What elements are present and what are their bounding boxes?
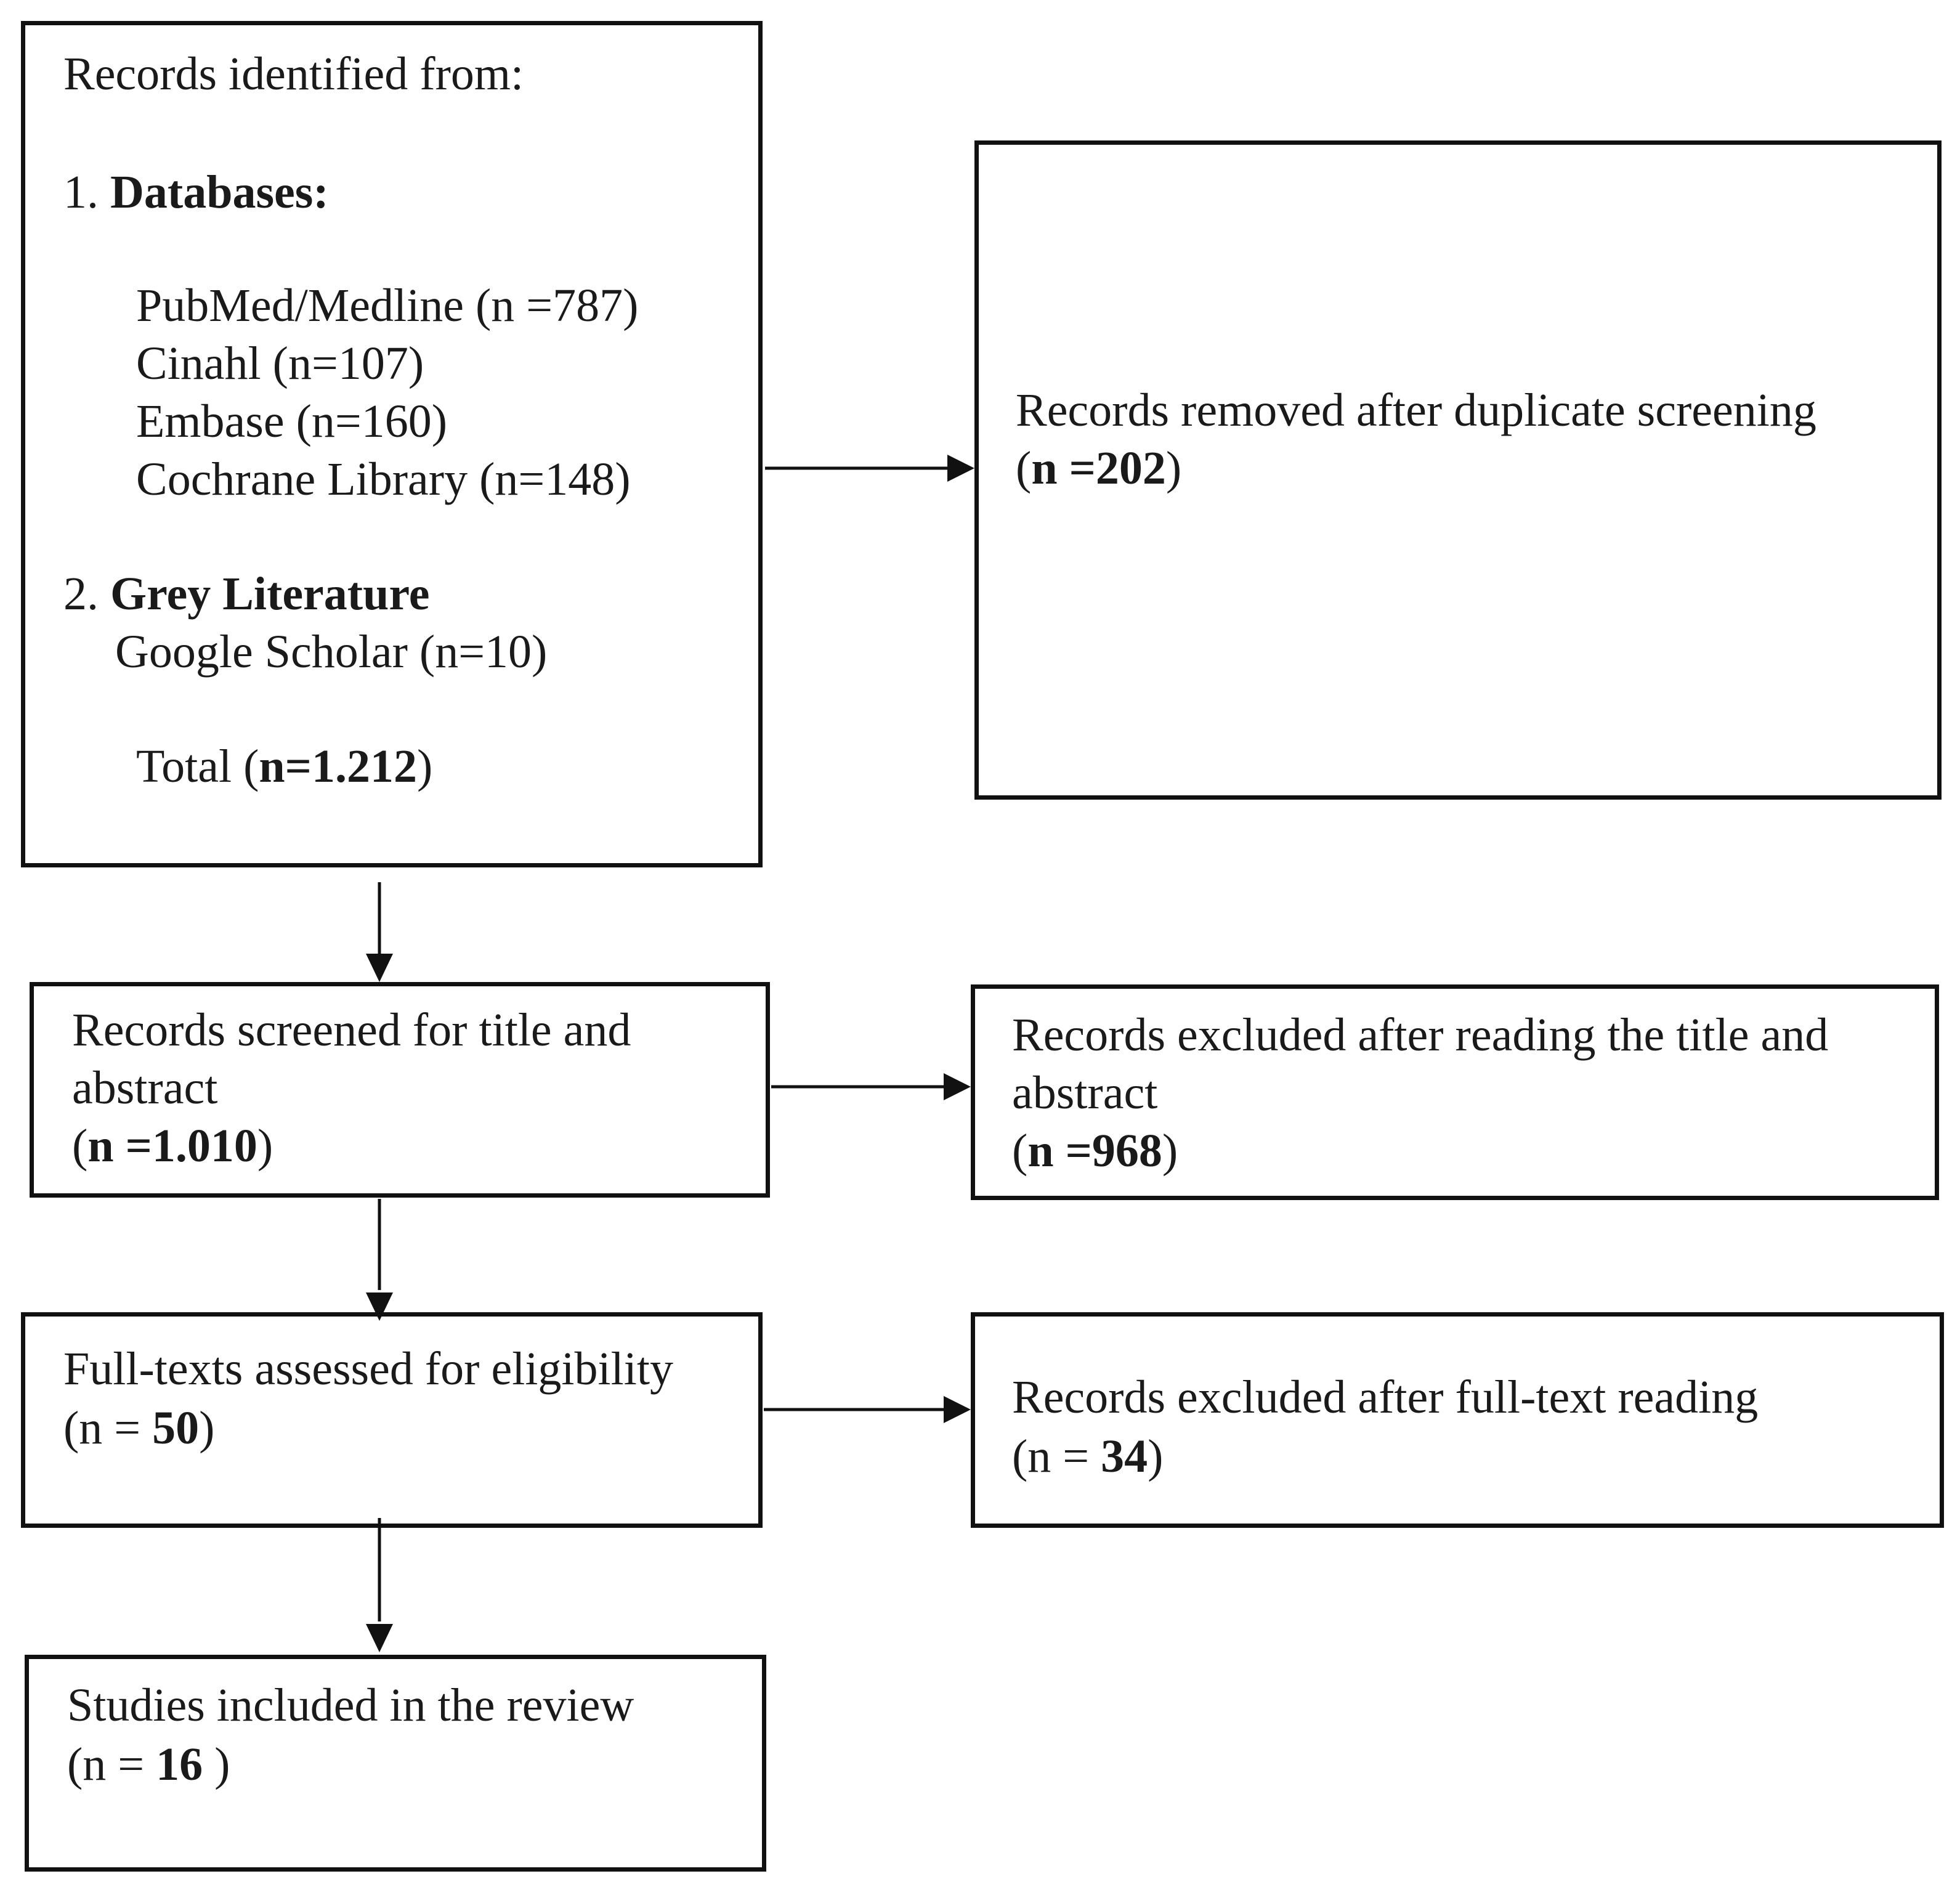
fulltext-text: Full-texts assessed for eligibility bbox=[63, 1343, 674, 1395]
excluded-title-open: ( bbox=[1012, 1125, 1028, 1177]
screened-text-line1: Records screened for title and bbox=[72, 1004, 631, 1056]
removed-text: Records removed after duplicate screenin… bbox=[1016, 384, 1816, 436]
grey-label: Grey Literature bbox=[110, 568, 430, 620]
included-text: Studies included in the review bbox=[67, 1679, 634, 1731]
excluded-fulltext-close: ) bbox=[1148, 1430, 1164, 1482]
removed-value: n =202 bbox=[1031, 442, 1166, 494]
arrowhead bbox=[947, 455, 974, 482]
total-close: ) bbox=[416, 741, 433, 792]
excluded-fulltext-open: (n = bbox=[1012, 1430, 1101, 1482]
excluded-title-count-line: (n =968) bbox=[1012, 1122, 1178, 1180]
removed-box: Records removed after duplicate screenin… bbox=[974, 140, 1942, 800]
removed-open: ( bbox=[1016, 442, 1032, 494]
grey-prefix: 2. bbox=[63, 568, 110, 620]
screened-count-line: (n =1.010) bbox=[72, 1117, 273, 1175]
screened-value: n =1.010 bbox=[87, 1120, 257, 1172]
included-close: ) bbox=[203, 1739, 230, 1790]
removed-close: ) bbox=[1165, 442, 1182, 494]
arrowhead bbox=[366, 1292, 393, 1321]
database-item: PubMed/Medline (n =787) bbox=[136, 280, 639, 331]
excluded-fulltext-text: Records excluded after full-text reading bbox=[1012, 1371, 1759, 1423]
databases-prefix: 1. bbox=[63, 166, 110, 218]
grey-source-item: Google Scholar (n=10) bbox=[115, 626, 548, 678]
excluded-title-box: Records excluded after reading the title… bbox=[971, 984, 1939, 1200]
excluded-title-text-line2: abstract bbox=[1012, 1067, 1158, 1119]
screened-open: ( bbox=[72, 1120, 88, 1172]
included-count-line: (n = 16 ) bbox=[67, 1735, 230, 1793]
grey-literature-heading: 2. Grey Literature bbox=[63, 565, 429, 623]
excluded-fulltext-value: 34 bbox=[1101, 1430, 1148, 1482]
database-item: Embase (n=160) bbox=[136, 396, 448, 447]
arrowhead bbox=[366, 1624, 393, 1652]
included-box: Studies included in the review (n = 16 ) bbox=[25, 1655, 766, 1872]
removed-count-line: (n =202) bbox=[1016, 439, 1181, 497]
excluded-fulltext-count-line: (n = 34) bbox=[1012, 1427, 1163, 1485]
arrowhead bbox=[944, 1073, 971, 1100]
identification-heading: Records identified from: bbox=[63, 48, 524, 100]
excluded-title-value: n =968 bbox=[1027, 1125, 1162, 1177]
databases-heading: 1. Databases: bbox=[63, 163, 329, 221]
fulltext-box: Full-texts assessed for eligibility (n =… bbox=[21, 1312, 763, 1528]
screened-close: ) bbox=[257, 1120, 273, 1172]
fulltext-open: (n = bbox=[63, 1402, 153, 1454]
screened-box: Records screened for title and abstract … bbox=[30, 982, 770, 1198]
databases-label: Databases: bbox=[110, 166, 329, 218]
included-value: 16 bbox=[156, 1739, 203, 1790]
arrowhead bbox=[366, 954, 393, 982]
fulltext-close: ) bbox=[199, 1402, 215, 1454]
included-open: (n = bbox=[67, 1739, 156, 1790]
total-line: Total (n=1.212) bbox=[136, 737, 432, 795]
excluded-title-close: ) bbox=[1162, 1125, 1178, 1177]
total-label: Total ( bbox=[136, 741, 259, 792]
screened-text-line2: abstract bbox=[72, 1062, 218, 1114]
excluded-title-text-line1: Records excluded after reading the title… bbox=[1012, 1009, 1829, 1061]
database-item: Cochrane Library (n=148) bbox=[136, 453, 631, 505]
identification-box: Records identified from: 1. Databases: P… bbox=[21, 21, 763, 867]
excluded-fulltext-box: Records excluded after full-text reading… bbox=[971, 1312, 1944, 1528]
arrowhead bbox=[944, 1396, 971, 1423]
fulltext-count-line: (n = 50) bbox=[63, 1399, 214, 1457]
fulltext-value: 50 bbox=[152, 1402, 200, 1454]
database-item: Cinahl (n=107) bbox=[136, 338, 424, 389]
total-value: n=1.212 bbox=[259, 741, 417, 792]
